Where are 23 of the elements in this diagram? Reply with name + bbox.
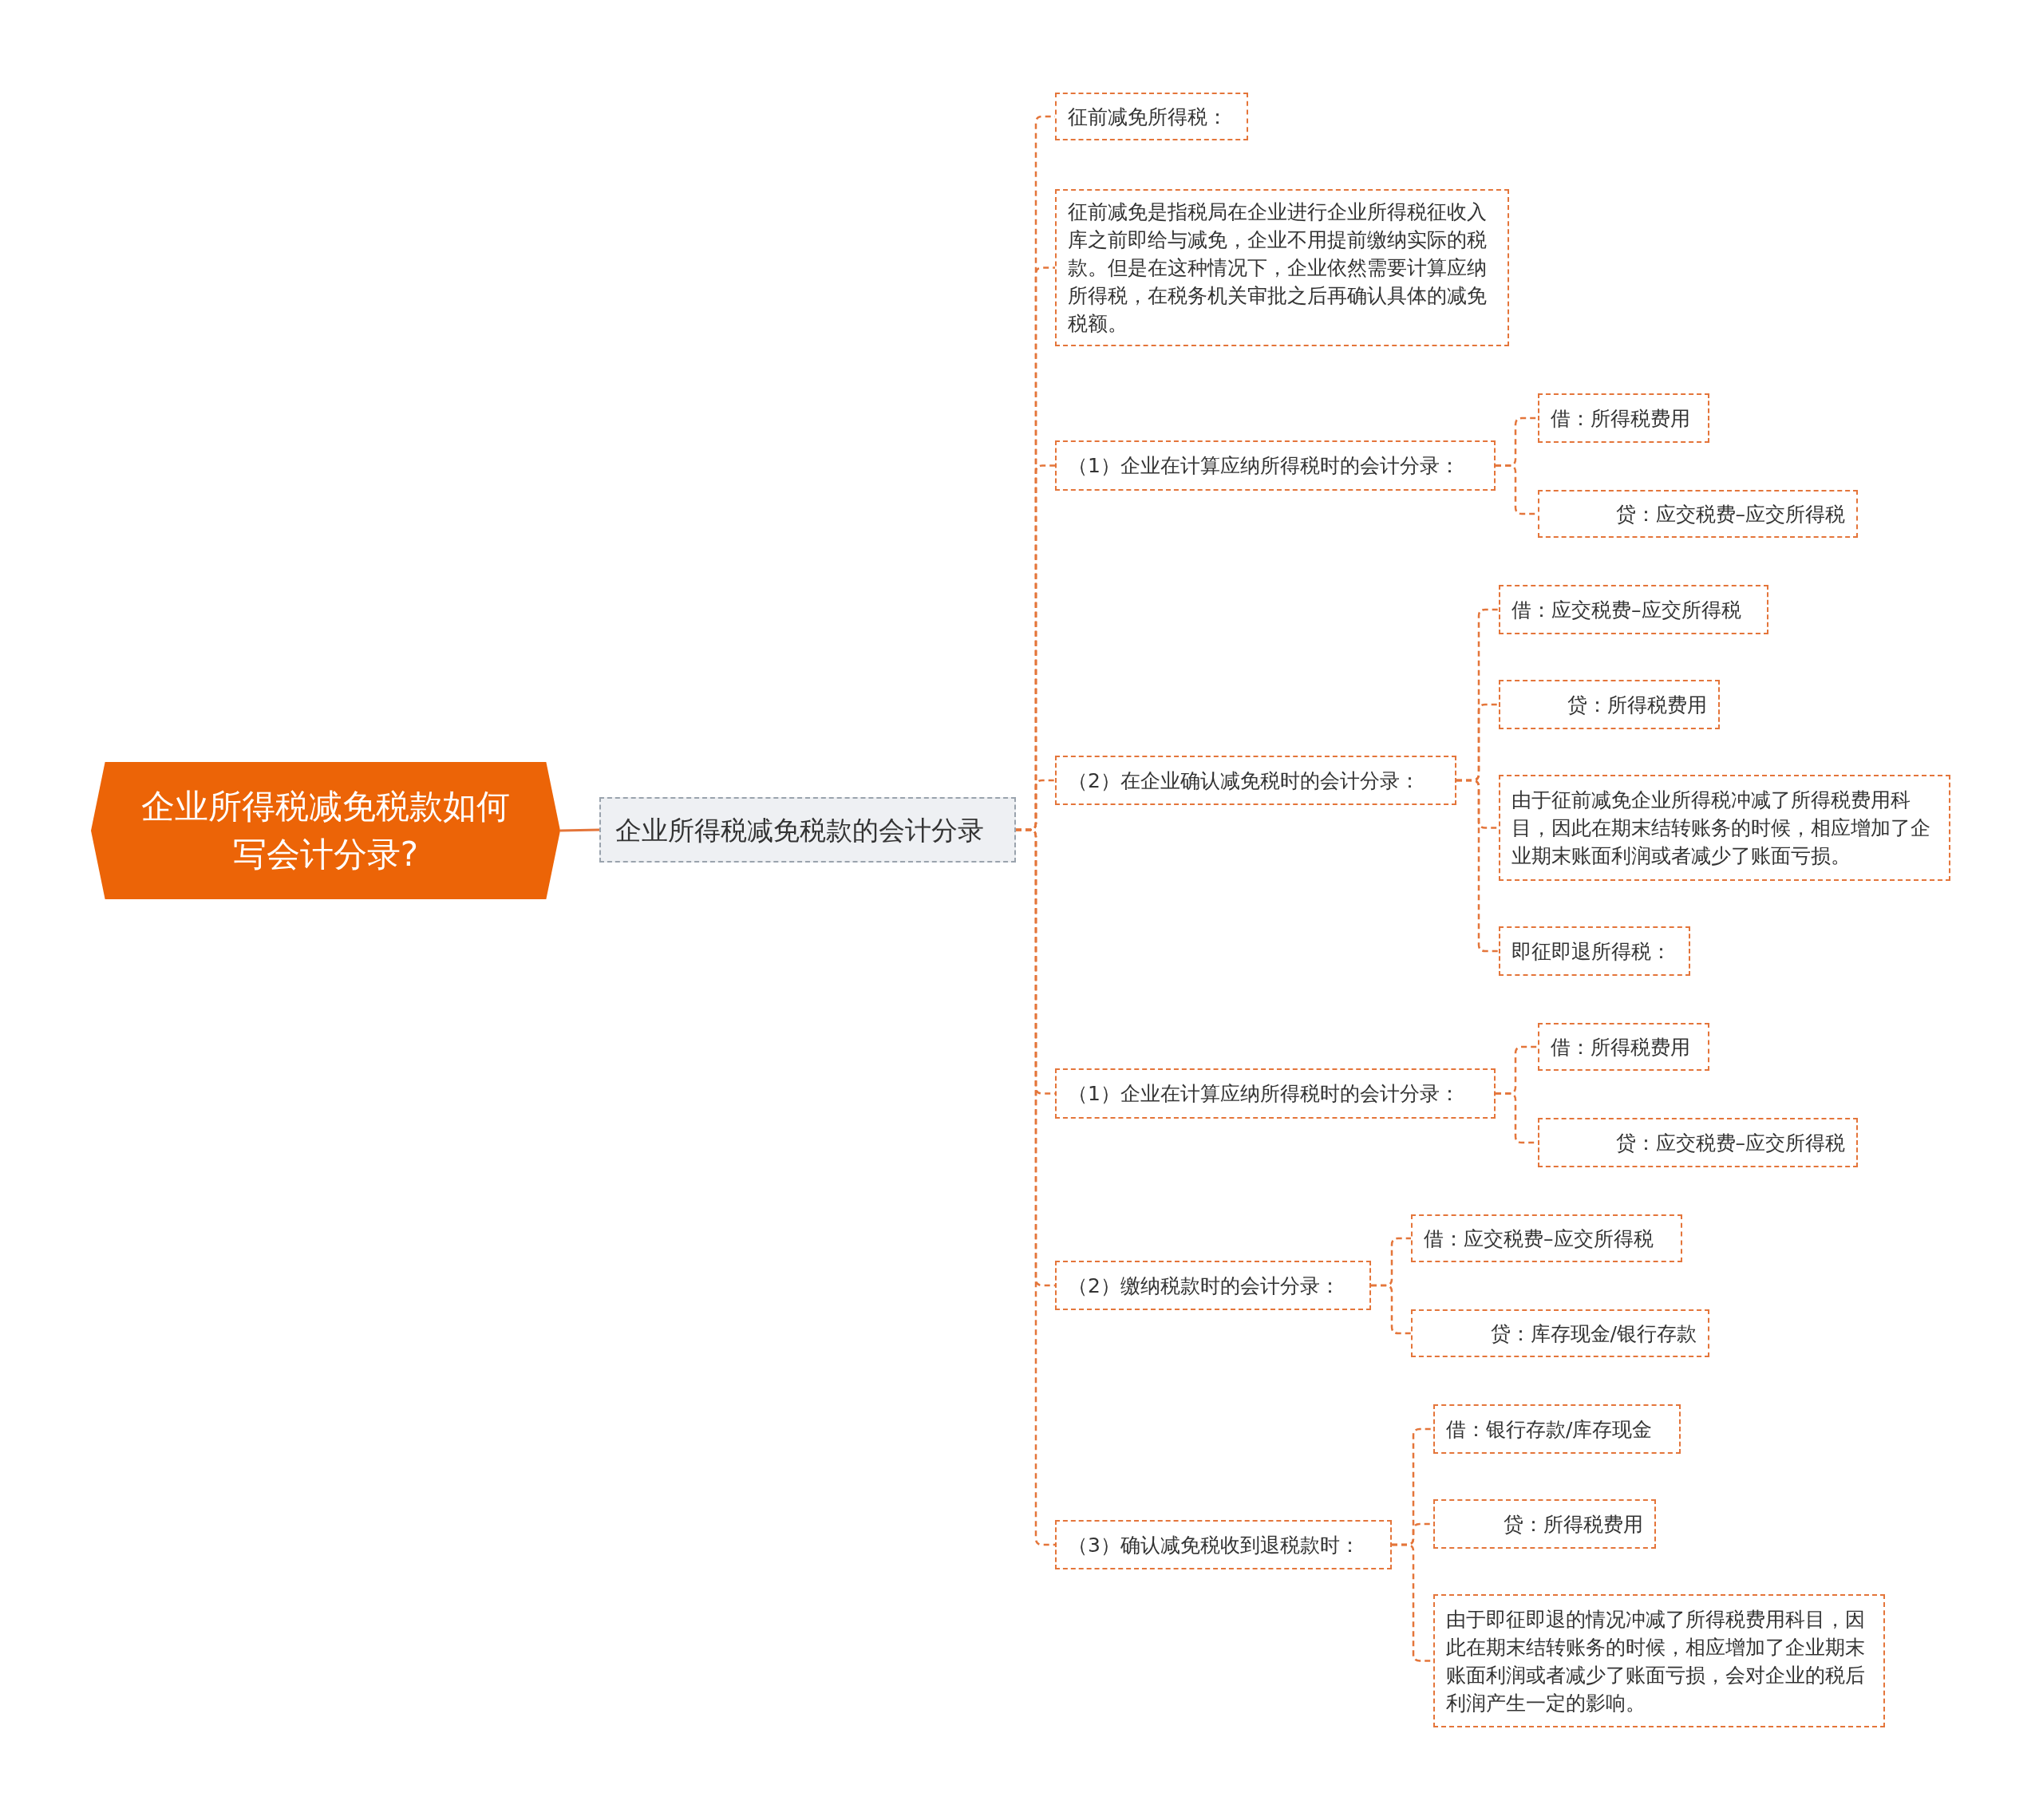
text-box: 借：所得税费用 (1538, 393, 1709, 443)
text-box: 即征即退所得税： (1499, 926, 1690, 976)
branch-box: 企业所得税减免税款的会计分录 (599, 797, 1016, 863)
text-box: 借：应交税费–应交所得税 (1499, 585, 1768, 634)
text-box: 由于征前减免企业所得税冲减了所得税费用科目，因此在期末结转账务的时候，相应增加了企业期末账面利润或者减少了账面亏损。 (1499, 775, 1950, 881)
connector-line (559, 828, 600, 832)
text-box: （1）企业在计算应纳所得税时的会计分录： (1055, 1068, 1496, 1119)
text-box: （1）企业在计算应纳所得税时的会计分录： (1055, 440, 1496, 491)
text-box: 贷：应交税费–应交所得税 (1538, 1118, 1858, 1167)
text-box: （3）确认减免税收到退税款时： (1055, 1520, 1392, 1569)
text-box: 征前减免所得税： (1055, 93, 1248, 140)
text-box: 征前减免是指税局在企业进行企业所得税征收入库之前即给与减免，企业不用提前缴纳实际的税款。但是在这种情况下，企业依然需要计算应纳所得税，在税务机关审批之后再确认具体的减免税额。 (1055, 189, 1509, 346)
text-box: 借：所得税费用 (1538, 1023, 1709, 1071)
text-box: 贷：应交税费–应交所得税 (1538, 490, 1858, 538)
text-box: 由于即征即退的情况冲减了所得税费用科目，因此在期末结转账务的时候，相应增加了企业期末账面利润或者减少了账面亏损，会对企业的税后利润产生一定的影响。 (1433, 1594, 1885, 1727)
topic-box: 企业所得税减免税款如何写会计分录? (91, 762, 560, 899)
text-box: （2）在企业确认减免税时的会计分录： (1055, 756, 1456, 805)
text-box: 贷：所得税费用 (1433, 1499, 1656, 1549)
text-box: 贷：库存现金/银行存款 (1411, 1309, 1709, 1357)
text-box: 借：应交税费–应交所得税 (1411, 1214, 1682, 1262)
text-box: 贷：所得税费用 (1499, 680, 1720, 729)
text-box: 借：银行存款/库存现金 (1433, 1404, 1681, 1454)
text-box: （2）缴纳税款时的会计分录： (1055, 1261, 1371, 1310)
